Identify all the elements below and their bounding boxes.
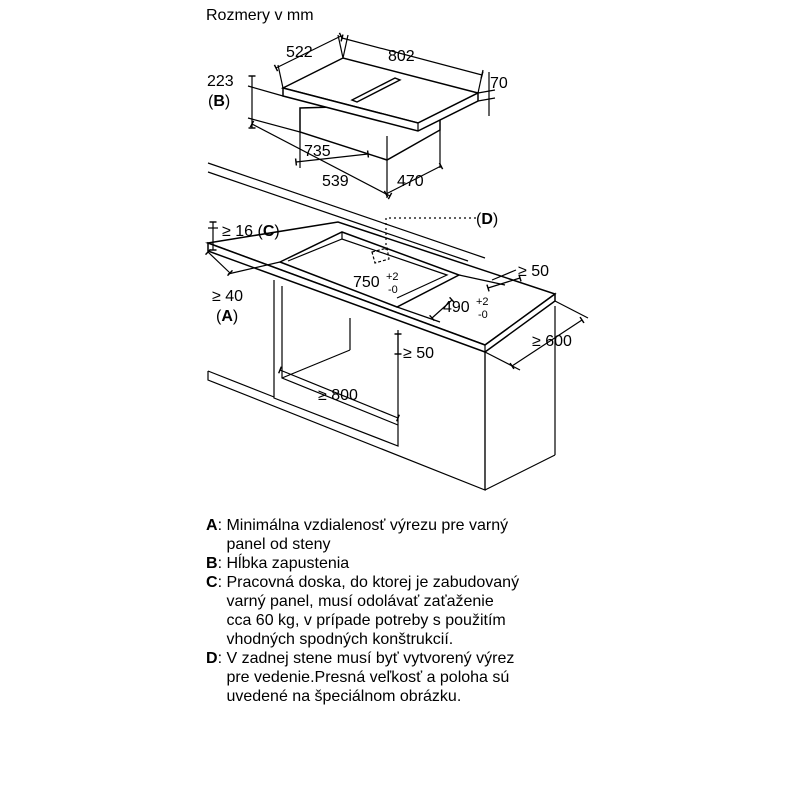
drawing-title: Rozmery v mm <box>206 7 314 24</box>
dim-hob-width: 802 <box>388 48 415 65</box>
dim-body-depth-a: 539 <box>322 173 349 190</box>
legend-item-b: B: Hĺbka zapustenia <box>206 555 350 572</box>
legend-text: Hĺbka zapustenia <box>226 555 350 572</box>
legend-text: V zadnej stene musí byť vytvorený výrez … <box>226 650 515 705</box>
dim-cutout-depth: 490 <box>443 299 470 316</box>
ref-wall-distance: (A) <box>216 308 238 325</box>
worktop-cabinet-illustration <box>205 162 557 491</box>
dim-install-depth: 223 <box>207 73 234 90</box>
dim-counter-depth: ≥ 600 <box>532 333 572 350</box>
legend-item-a: A: Minimálna vzdialenosť výrezu pre varn… <box>206 517 509 553</box>
legend-key: C <box>206 574 218 591</box>
installation-drawing: Rozmery v mm 522 802 70 223 (B) <box>204 7 589 491</box>
tol-cutout-width-minus: -0 <box>388 284 398 296</box>
dim-body-width: 735 <box>304 143 331 160</box>
ref-duct: (D) <box>476 211 498 228</box>
legend: A: Minimálna vzdialenosť výrezu pre varn… <box>206 516 606 706</box>
legend-key: D <box>206 650 218 667</box>
legend-item-d: D: V zadnej stene musí byť vytvorený výr… <box>206 650 515 705</box>
dim-back-gap: ≥ 50 <box>518 263 549 280</box>
dim-cabinet-width: ≥ 800 <box>318 387 358 404</box>
dim-cutout-width: 750 <box>353 274 380 291</box>
dim-counter-thickness: ≥ 16 (C) <box>222 223 280 240</box>
dim-hob-depth: 522 <box>286 44 313 61</box>
dim-cabinet-gap: ≥ 50 <box>403 345 434 362</box>
legend-text: Minimálna vzdialenosť výrezu pre varný p… <box>226 517 509 553</box>
hob-dimension-lines <box>247 32 496 200</box>
tol-cutout-depth-plus: +2 <box>476 296 489 308</box>
dim-body-depth-b: 470 <box>397 173 424 190</box>
worktop-dimension-lines <box>204 221 589 422</box>
legend-item-c: C: Pracovná doska, do ktorej je zabudova… <box>206 574 520 648</box>
dim-wall-distance: ≥ 40 <box>212 288 243 305</box>
legend-key: A <box>206 517 218 534</box>
dim-hob-thickness: 70 <box>490 75 508 92</box>
tol-cutout-width-plus: +2 <box>386 271 399 283</box>
ref-install-depth: (B) <box>208 93 230 110</box>
legend-text: Pracovná doska, do ktorej je zabudovaný … <box>226 574 520 648</box>
legend-key: B <box>206 555 218 572</box>
tol-cutout-depth-minus: -0 <box>478 309 488 321</box>
